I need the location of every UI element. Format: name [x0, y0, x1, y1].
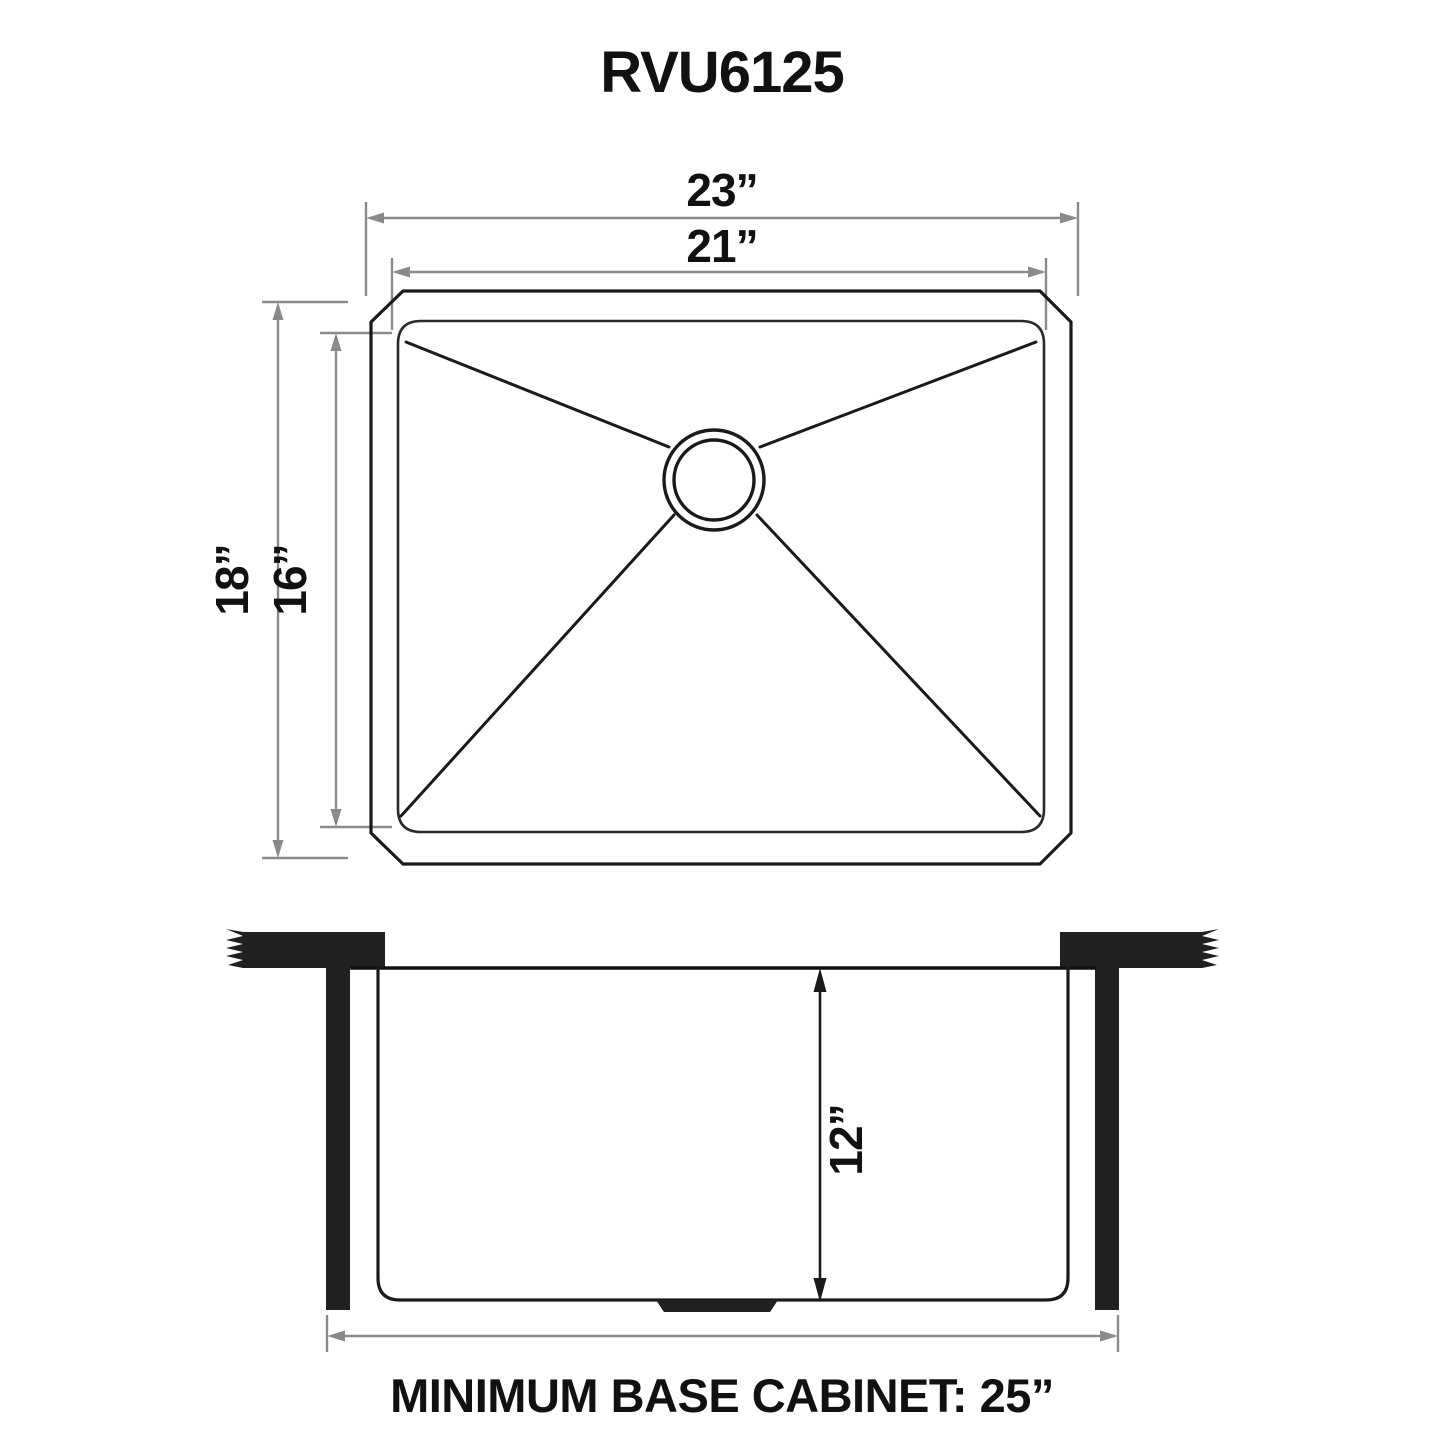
- dimension-bowl-width: 21”: [390, 220, 1048, 330]
- dimension-bowl-height-label: 12”: [820, 1104, 872, 1175]
- dimension-bowl-depth: 16”: [264, 331, 392, 829]
- dimension-bowl-depth-label: 16”: [264, 544, 316, 615]
- dimension-overall-width: 23”: [364, 164, 1080, 296]
- dimension-min-base-cabinet: [325, 1315, 1120, 1352]
- base-cabinet-caption: MINIMUM BASE CABINET: 25”: [390, 1369, 1054, 1422]
- drain-protrusion: [656, 1300, 778, 1312]
- countertop-right: [1060, 929, 1219, 968]
- cabinet-wall-right: [1095, 966, 1119, 1310]
- cabinet-wall-left: [326, 966, 350, 1310]
- countertop-left: [226, 929, 385, 968]
- dimension-overall-depth: 18”: [206, 300, 348, 860]
- dimension-bowl-height: 12”: [813, 968, 872, 1302]
- dimension-overall-depth-label: 18”: [206, 544, 258, 615]
- dimension-bowl-width-label: 21”: [686, 220, 757, 272]
- sink-outer-rim: [369, 289, 1073, 866]
- drain-opening: [662, 428, 766, 532]
- page-title: RVU6125: [600, 40, 843, 105]
- basin-slope-lines: [399, 340, 1042, 818]
- sink-bowl-profile: [376, 966, 1070, 1302]
- dimension-overall-width-label: 23”: [686, 164, 757, 216]
- sink-inner-bowl: [396, 319, 1046, 834]
